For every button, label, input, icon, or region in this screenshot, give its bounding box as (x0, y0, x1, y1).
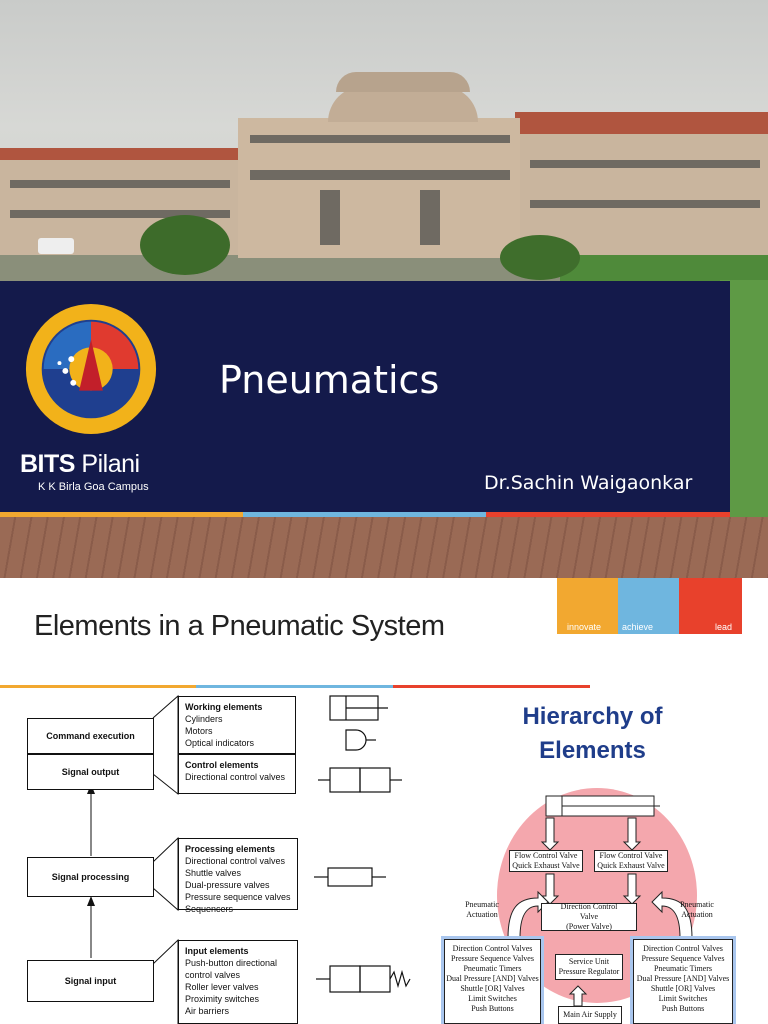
campus-name: K K Birla Goa Campus (38, 481, 149, 493)
bits-pilani-logo (25, 303, 157, 435)
input-list-left: Direction Control Valves Pressure Sequen… (444, 939, 541, 1024)
pavement-photo (0, 517, 768, 578)
author-name: Dr.Sachin Waigaonkar (484, 472, 693, 494)
brand-name: BITS Pilani (20, 450, 140, 478)
slide2-title: Elements in a Pneumatic System (34, 610, 445, 642)
tag-innovate: innovate (557, 578, 618, 634)
slide2-stripe-blue (196, 685, 393, 688)
stripe-blue (243, 512, 486, 517)
processing-elements-list: Processing elements Directional control … (178, 838, 298, 914)
slide2-stripe-red (393, 685, 590, 688)
pneumatic-actuation-right: Pneumatic Actuation (680, 900, 714, 919)
stripe-red (486, 512, 730, 517)
tag-lead: lead (679, 578, 742, 634)
slide2-stripe-orange (0, 685, 196, 688)
tag-achieve: achieve (618, 578, 679, 634)
content-slide: Elements in a Pneumatic System innovate … (0, 578, 768, 1024)
working-elements-list: Working elements Cylinders Motors Optica… (178, 696, 296, 754)
direction-control-valve-box: Direction Control Valve (Power Valve) (541, 902, 637, 931)
flow-control-valve-right: Flow Control Valve Quick Exhaust Valve (594, 850, 668, 872)
signal-output-box: Signal output (27, 754, 154, 790)
stripe-orange (0, 512, 243, 517)
control-elements-list: Control elements Directional control val… (178, 754, 296, 794)
hierarchy-title: Hierarchy of Elements (522, 703, 663, 764)
input-elements-list: Input elements Push-button directional c… (178, 940, 298, 1024)
title-slide: BITS Pilani K K Birla Goa Campus Pneumat… (0, 0, 768, 578)
main-air-supply-box: Main Air Supply (558, 1006, 622, 1024)
service-unit-box: Service Unit Pressure Regulator (555, 954, 623, 980)
command-execution-box: Command execution (27, 718, 154, 754)
signal-processing-box: Signal processing (27, 857, 154, 897)
flow-control-valve-left: Flow Control Valve Quick Exhaust Valve (509, 850, 583, 872)
input-list-right: Direction Control Valves Pressure Sequen… (633, 939, 733, 1024)
pneumatic-actuation-left: Pneumatic Actuation (465, 900, 499, 919)
slide-title: Pneumatics (219, 358, 440, 402)
flow-connectors (87, 694, 411, 1024)
signal-input-box: Signal input (27, 960, 154, 1002)
